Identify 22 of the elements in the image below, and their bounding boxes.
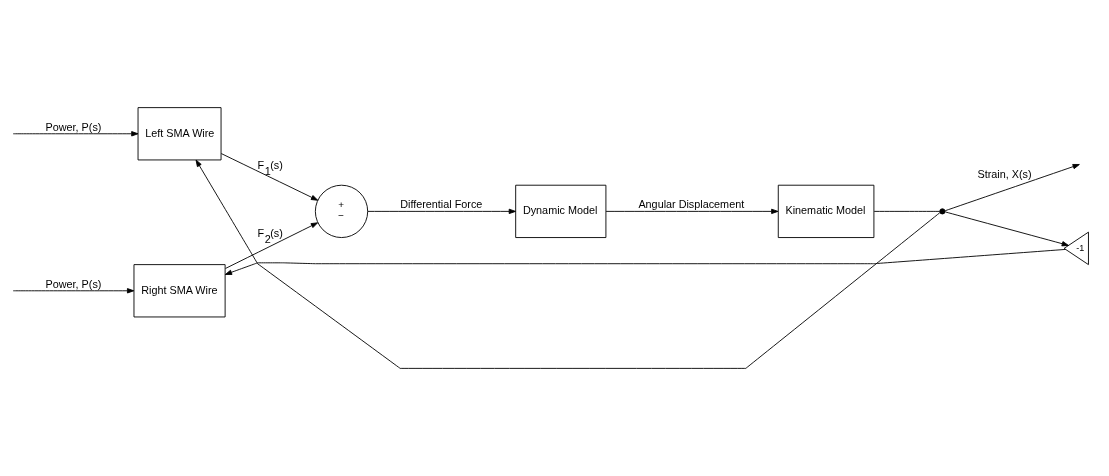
node-box: Left SMA Wire: [137, 107, 222, 161]
arrow: [944, 164, 1080, 212]
arrow: [12, 288, 135, 294]
arrow: [944, 211, 1069, 247]
edge-label: Power, P(s): [45, 277, 102, 290]
edge-label: Angular Displacement: [638, 198, 745, 211]
arrow: [225, 222, 319, 269]
node-dot: [939, 208, 946, 215]
edge-label: Power, P(s): [45, 120, 102, 133]
edge-label: Strain, X(s): [977, 167, 1032, 180]
node-box: Kinematic Model: [777, 184, 875, 238]
edge-label: Differential Force: [400, 198, 483, 211]
node-circle: + −: [314, 184, 369, 238]
arrow: [367, 208, 516, 215]
node-box: Dynamic Model: [515, 184, 607, 238]
arrow: [12, 131, 139, 137]
arrow: [224, 248, 1067, 275]
connector: [873, 210, 941, 212]
arrow: [605, 208, 779, 215]
arrow: [220, 153, 319, 201]
node-box: Right SMA Wire: [133, 264, 226, 318]
arrow: [195, 159, 941, 369]
